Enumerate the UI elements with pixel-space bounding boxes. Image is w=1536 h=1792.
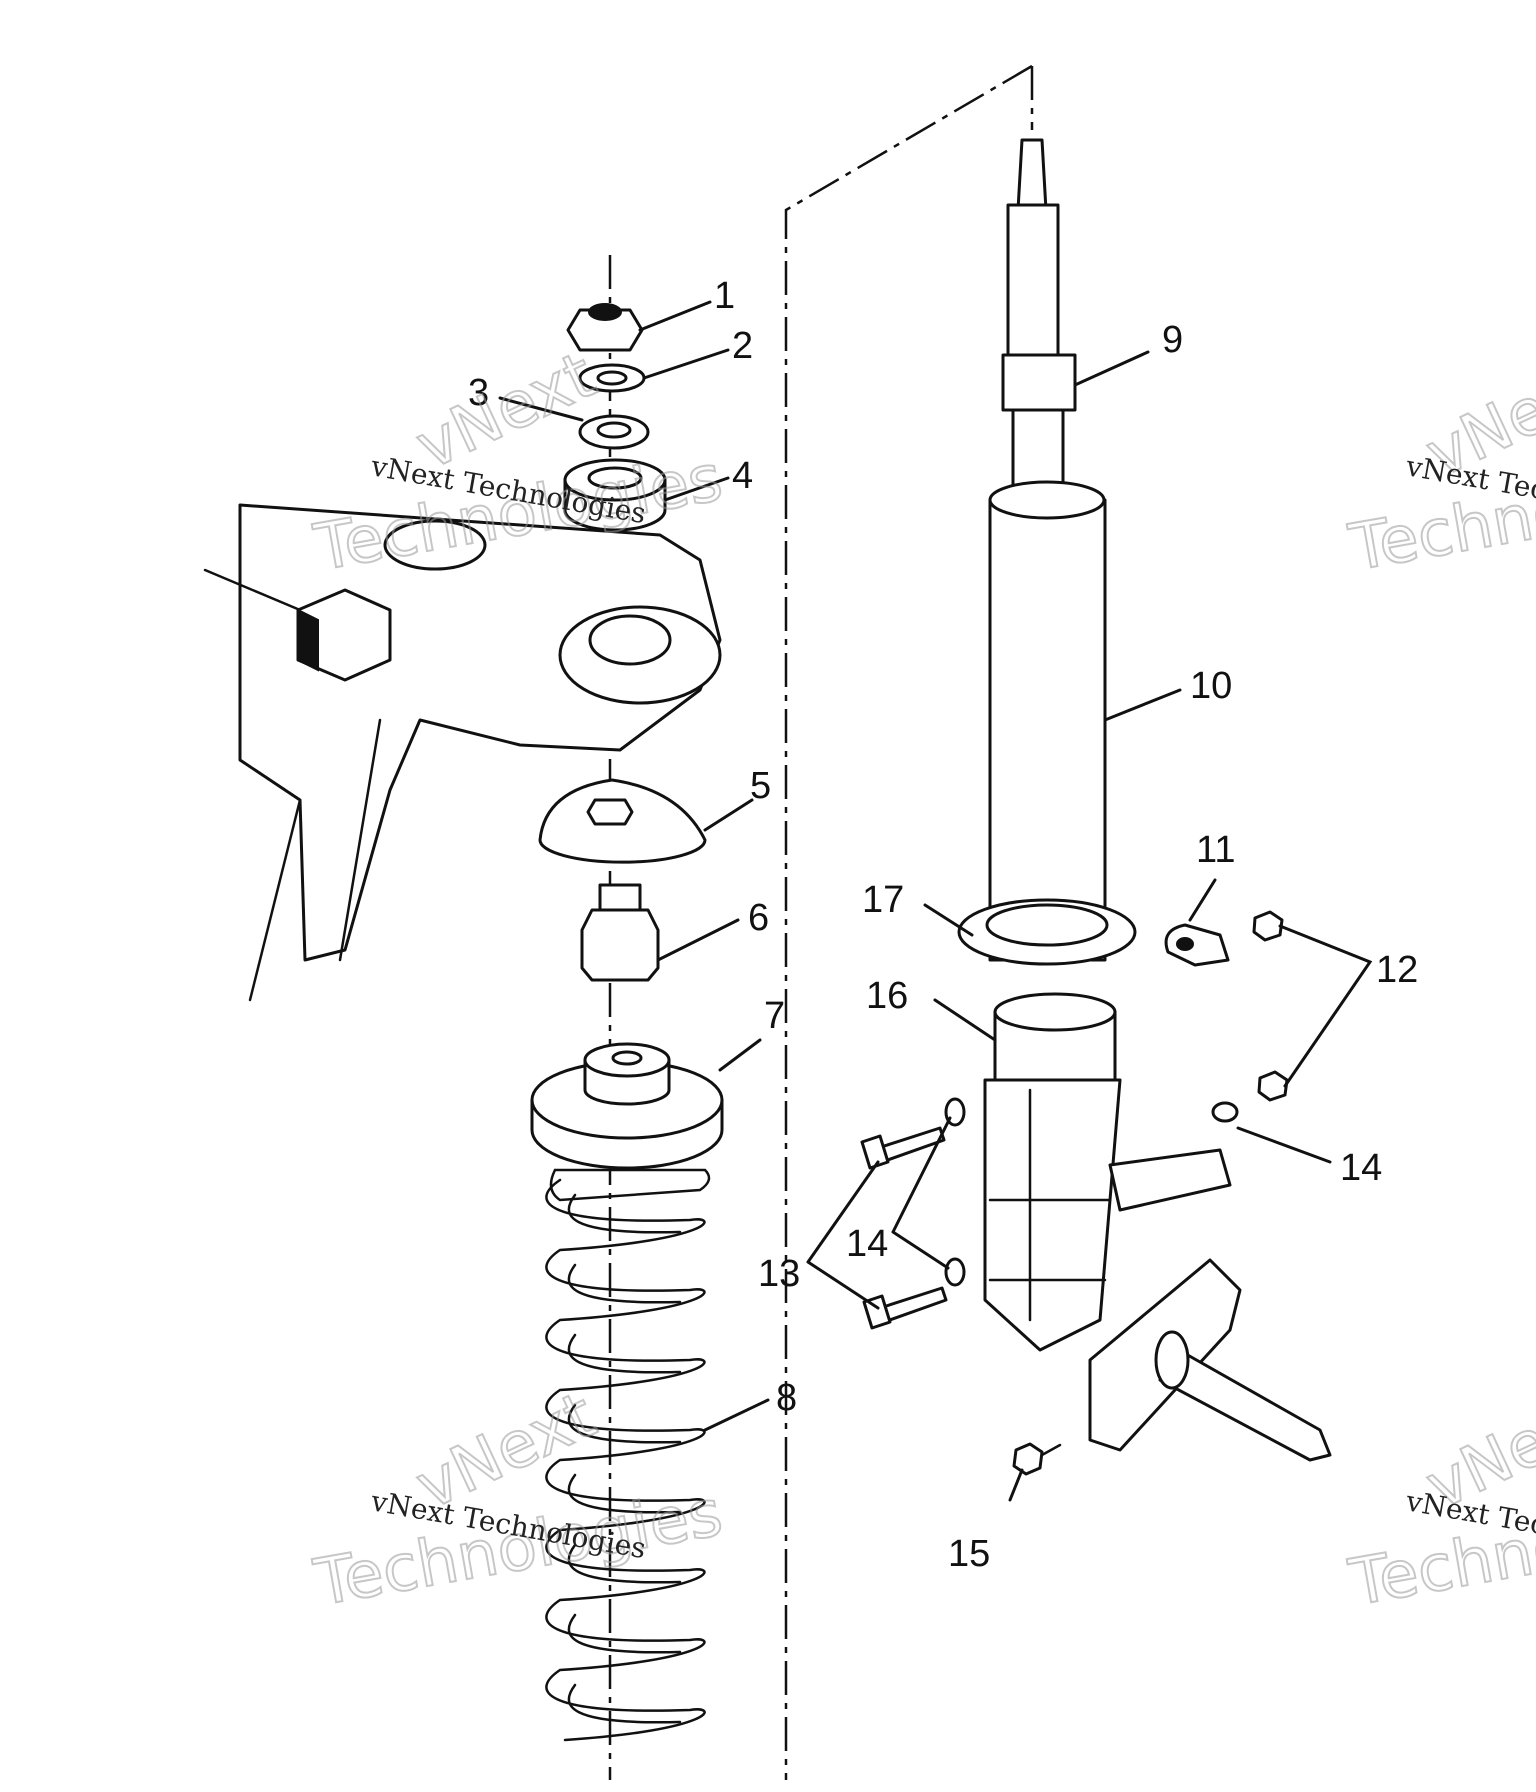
part-5-cup: [538, 778, 707, 864]
callout-6: 6: [748, 897, 769, 939]
callout-12: 12: [1376, 949, 1418, 991]
callout-7: 7: [764, 995, 785, 1037]
callout-1: 1: [714, 275, 735, 317]
callout-3: 3: [468, 372, 489, 414]
callout-2: 2: [732, 325, 753, 367]
watermarks: vNext Technologies vNext Technologies vN…: [308, 337, 1536, 1622]
part-16-collar: [993, 992, 1117, 1100]
callout-13: 13: [758, 1253, 800, 1295]
part-9-10-strut: [988, 138, 1107, 962]
part-17-seal: [957, 898, 1137, 966]
callout-10: 10: [1190, 665, 1232, 707]
callout-labels: 1 2 3 4 5 6 7 8 9 10 11 12 13 14 14 15 1…: [468, 275, 1418, 1575]
leader-lines: [498, 300, 1373, 1502]
assembly-boundary-line: [784, 64, 1034, 1780]
part-15-fitting: [1012, 1442, 1062, 1476]
callout-4: 4: [732, 455, 753, 497]
part-3-washer: [578, 414, 650, 450]
callout-9: 9: [1162, 319, 1183, 361]
part-8-coil-spring: [545, 1168, 711, 1742]
callout-16: 16: [866, 975, 908, 1017]
callout-11: 11: [1196, 829, 1235, 871]
spindle-knuckle: [983, 1078, 1332, 1462]
part-2-washer: [578, 363, 646, 393]
callout-5: 5: [750, 765, 771, 807]
a-arm: [203, 503, 722, 1002]
part-1-nut: [566, 303, 644, 352]
callout-15: 15: [948, 1533, 990, 1575]
part-14-washers: [944, 1097, 1239, 1287]
part-11-clamp: [1164, 923, 1230, 967]
part-7-spring-seat: [530, 1042, 724, 1170]
callout-14-left: 14: [846, 1223, 888, 1265]
callout-8: 8: [776, 1377, 797, 1419]
part-13-bolts: [860, 1126, 948, 1330]
part-12-nuts: [1252, 910, 1289, 1102]
callout-17: 17: [862, 879, 904, 921]
callout-14-right: 14: [1340, 1147, 1382, 1189]
part-6-sleeve-nut: [580, 883, 660, 982]
part-4-bushing: [563, 458, 667, 532]
